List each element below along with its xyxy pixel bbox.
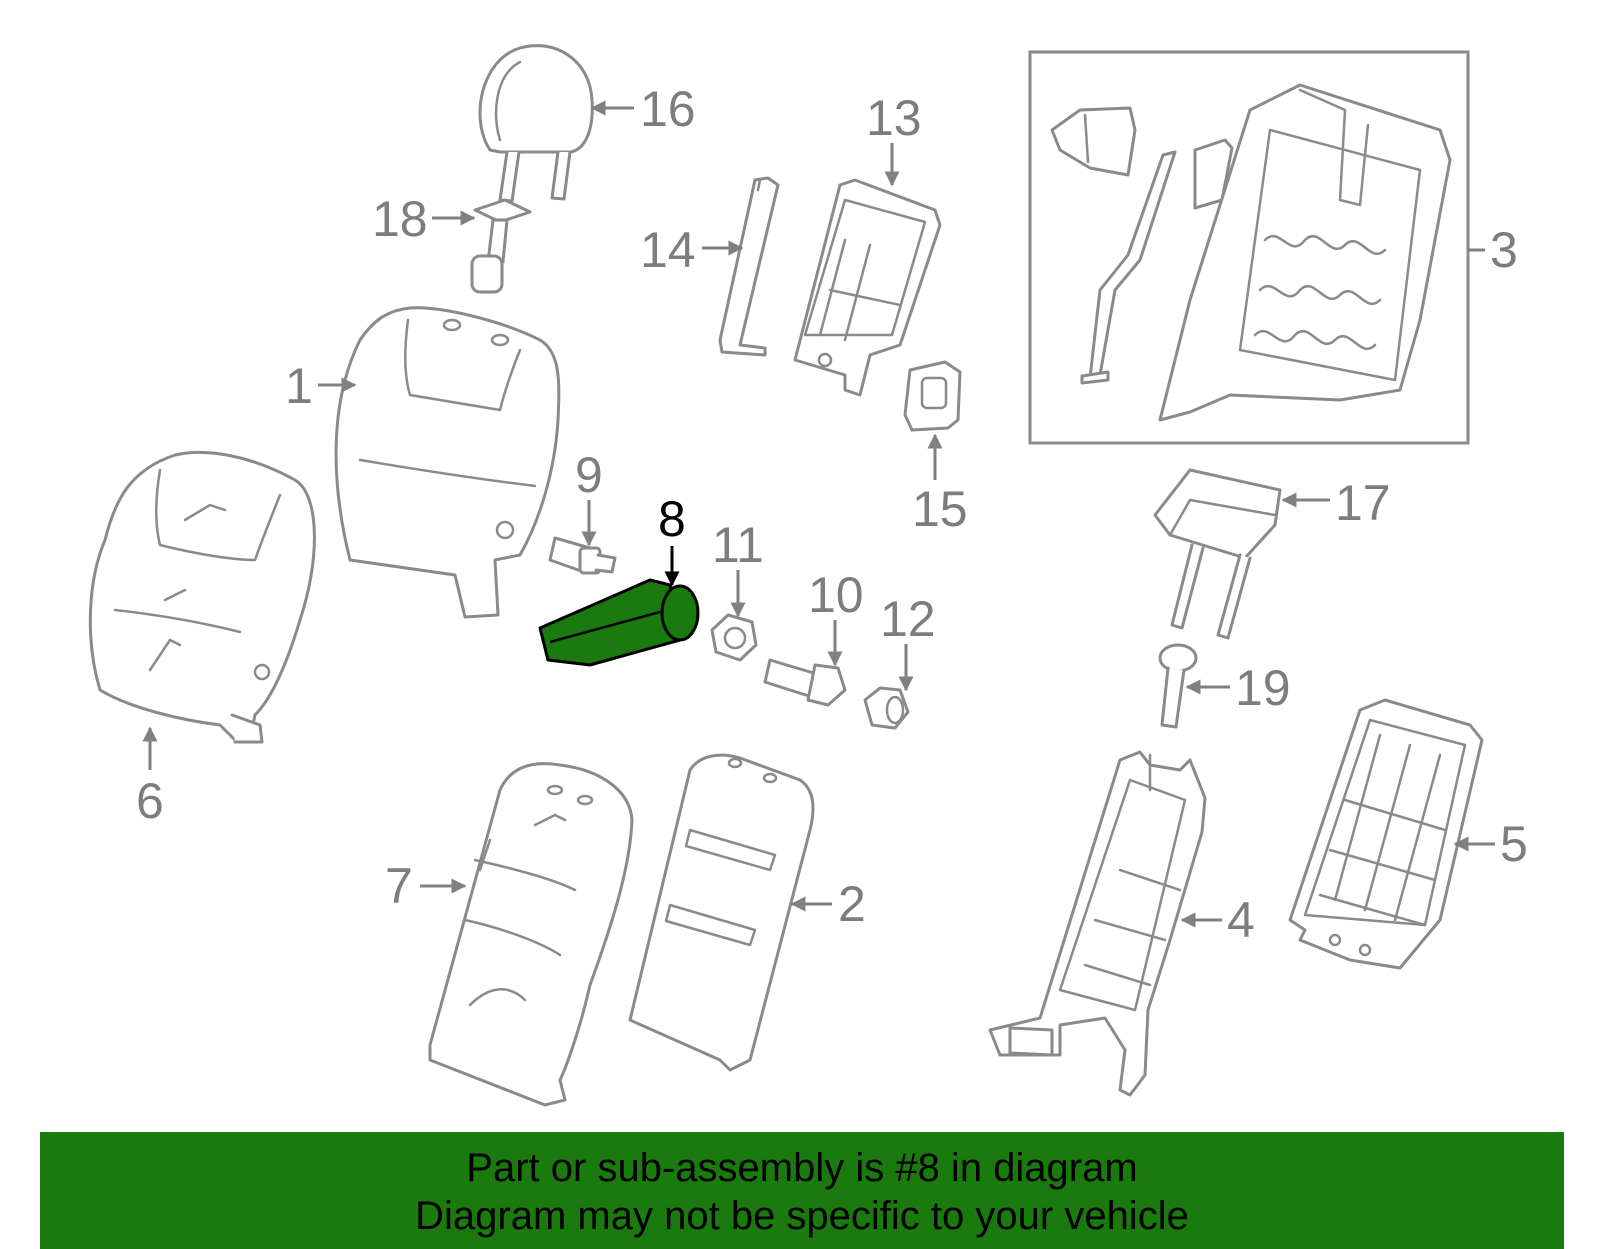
svg-text:14: 14 [640, 222, 696, 278]
callout-1: 1 [285, 358, 357, 414]
svg-text:8: 8 [658, 491, 686, 547]
callout-5: 5 [1453, 816, 1528, 872]
part-7-seat-back-cover [428, 762, 634, 1107]
callout-12: 12 [880, 591, 936, 692]
svg-text:1: 1 [285, 358, 313, 414]
svg-text:5: 5 [1500, 816, 1528, 872]
svg-text:6: 6 [136, 773, 164, 829]
callout-9: 9 [575, 447, 603, 547]
part-17-headrest [1153, 468, 1282, 640]
part-11-nut [710, 613, 758, 662]
callout-11: 11 [712, 517, 764, 618]
callout-10: 10 [808, 567, 864, 667]
callout-2: 2 [790, 876, 866, 932]
part-19-guide [1158, 643, 1198, 729]
svg-text:10: 10 [808, 567, 864, 623]
part-6-seat-back-assembly [88, 450, 316, 744]
part-12-nut [863, 686, 910, 730]
callout-18: 18 [372, 191, 476, 247]
part-8-highlighted [538, 578, 700, 667]
callout-4: 4 [1180, 892, 1255, 948]
svg-text:13: 13 [866, 90, 922, 146]
svg-text:3: 3 [1490, 222, 1518, 278]
svg-text:9: 9 [575, 447, 603, 503]
svg-text:19: 19 [1235, 660, 1291, 716]
svg-text:4: 4 [1227, 892, 1255, 948]
svg-text:18: 18 [372, 191, 428, 247]
part-1-seat-back-cover [334, 306, 561, 619]
callout-7: 7 [385, 858, 467, 914]
part-5-back-panel [1288, 698, 1484, 970]
svg-text:12: 12 [880, 591, 936, 647]
callout-19: 19 [1185, 660, 1291, 716]
part-13-back-panel [793, 178, 942, 397]
part-10-bolt [763, 658, 847, 707]
part-3-seat-back-frame-inset [1028, 50, 1470, 445]
part-4-back-board [988, 750, 1207, 1097]
svg-text:2: 2 [838, 876, 866, 932]
svg-text:17: 17 [1335, 475, 1391, 531]
callout-13: 13 [866, 90, 922, 187]
banner-line-disclaimer: Diagram may not be specific to your vehi… [415, 1194, 1189, 1238]
part-15-clip [903, 360, 962, 432]
part-9-bolt [548, 536, 617, 575]
svg-text:7: 7 [385, 858, 413, 914]
callout-14: 14 [640, 222, 744, 278]
callout-15: 15 [912, 433, 968, 537]
part-14-bracket [718, 176, 780, 357]
callout-8: 8 [658, 491, 686, 587]
svg-text:15: 15 [912, 481, 968, 537]
part-2-seat-back-board [628, 753, 815, 1072]
callout-6: 6 [136, 726, 164, 829]
part-16-headrest [478, 44, 594, 203]
banner-line-part-number: Part or sub-assembly is #8 in diagram [466, 1146, 1138, 1190]
part-18-headrest-guide [470, 198, 532, 294]
callout-17: 17 [1281, 475, 1391, 531]
callout-3: 3 [1468, 222, 1518, 278]
info-banner: Part or sub-assembly is #8 in diagram Di… [40, 1132, 1564, 1249]
svg-text:16: 16 [640, 81, 696, 137]
svg-text:11: 11 [712, 517, 764, 573]
callout-16: 16 [590, 81, 696, 137]
